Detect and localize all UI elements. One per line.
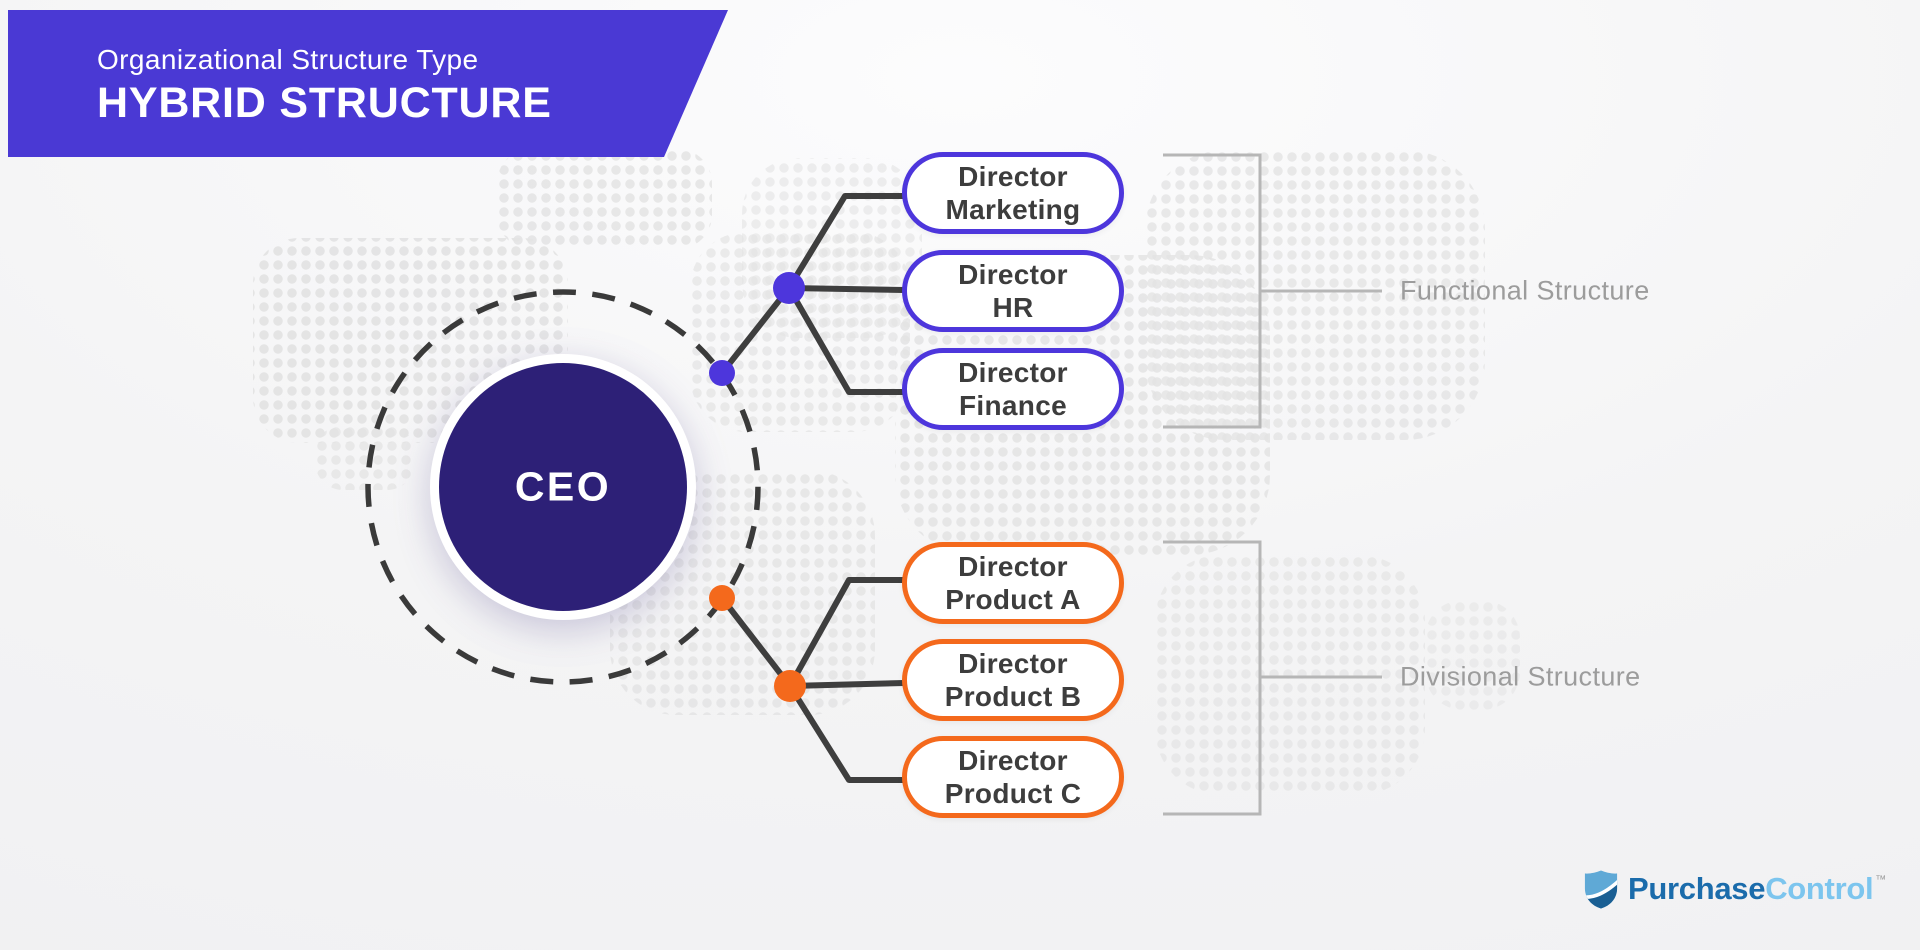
connector-line bbox=[786, 286, 904, 395]
banner-subtitle: Organizational Structure Type bbox=[97, 44, 479, 75]
branch-dot-functional bbox=[709, 360, 735, 386]
functional-bracket bbox=[1163, 153, 1262, 429]
ceo-orbit-dashed-circle bbox=[365, 289, 761, 685]
director-hr-box: Director HR bbox=[902, 250, 1124, 332]
connector-line bbox=[787, 684, 904, 783]
director-box-dept: Product C bbox=[944, 778, 1082, 809]
director-box-dept: Product B bbox=[944, 681, 1082, 712]
branch-dot-divisional bbox=[709, 585, 735, 611]
branch-node-divisional bbox=[774, 670, 806, 702]
map-dots-region bbox=[315, 425, 415, 490]
connector-line bbox=[787, 577, 904, 688]
director-box-title: Director bbox=[958, 551, 1068, 582]
director-marketing-box: Director Marketing bbox=[902, 152, 1124, 234]
map-dots-region bbox=[1155, 555, 1425, 795]
map-dots-region bbox=[497, 149, 712, 249]
map-dots-region bbox=[1145, 150, 1485, 440]
connector-line bbox=[788, 285, 905, 293]
director-box-title: Director bbox=[958, 161, 1068, 192]
brand-name-control: Control bbox=[1765, 871, 1874, 906]
connector-line bbox=[719, 596, 793, 688]
branch-node-functional bbox=[773, 272, 805, 304]
director-box-dept: Product A bbox=[945, 584, 1081, 615]
ceo-circle-inner bbox=[439, 363, 687, 611]
trademark-symbol: ™ bbox=[1875, 874, 1887, 886]
connector-line bbox=[789, 680, 905, 689]
connector-line bbox=[786, 193, 904, 290]
director-box-title: Director bbox=[958, 259, 1068, 290]
header-banner: Organizational Structure Type HYBRID STR… bbox=[8, 10, 728, 157]
director-box-title: Director bbox=[958, 357, 1068, 388]
connector-line bbox=[719, 286, 792, 375]
director-box-title: Director bbox=[958, 648, 1068, 679]
ceo-label: CEO bbox=[514, 463, 612, 510]
map-dots-region bbox=[1425, 600, 1520, 710]
director-box-dept: Marketing bbox=[945, 194, 1081, 225]
director-box-dept: HR bbox=[992, 292, 1034, 323]
director-product-c-box: Director Product C bbox=[902, 736, 1124, 818]
director-product-a-box: Director Product A bbox=[902, 542, 1124, 624]
divisional-structure-label: Divisional Structure bbox=[1400, 661, 1641, 692]
shield-icon bbox=[1584, 870, 1618, 909]
brand-logo: Purchase Control ™ bbox=[1583, 867, 1886, 911]
director-product-b-box: Director Product B bbox=[902, 639, 1124, 721]
divisional-bracket bbox=[1163, 540, 1262, 816]
functional-structure-label: Functional Structure bbox=[1400, 275, 1650, 306]
director-box-title: Director bbox=[958, 745, 1068, 776]
director-finance-box: Director Finance bbox=[902, 348, 1124, 430]
brand-name-purchase: Purchase bbox=[1628, 871, 1766, 906]
banner-title: HYBRID STRUCTURE bbox=[97, 79, 552, 127]
director-box-dept: Finance bbox=[959, 390, 1067, 421]
